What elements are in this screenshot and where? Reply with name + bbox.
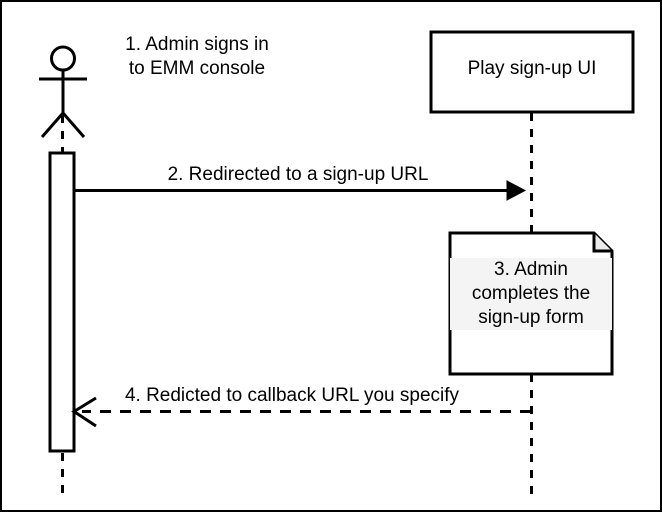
message-4-label: 4. Redicted to callback URL you specify (92, 384, 492, 408)
participant-label-play-signup-ui: Play sign-up UI (431, 57, 633, 81)
note-3-fold-corner-icon (592, 233, 612, 253)
message-2-arrowhead-icon (506, 180, 527, 201)
message-2-label: 2. Redirected to a sign-up URL (130, 163, 466, 187)
participant-label-text: Play sign-up UI (467, 58, 597, 79)
note-3-text: 3. Admin completes the sign-up form (450, 258, 612, 330)
actor-caption-line-1: 1. Admin signs in (125, 34, 269, 55)
actor-caption: 1. Admin signs in to EMM console (98, 33, 296, 81)
activation-bar-admin (48, 151, 76, 453)
message-2-label-text: 2. Redirected to a sign-up URL (167, 164, 429, 185)
note-3-line-1: 3. Admin (450, 258, 612, 282)
message-arrow-2[interactable] (74, 180, 527, 201)
message-4-label-text: 4. Redicted to callback URL you specify (124, 385, 460, 406)
actor-admin[interactable] (39, 45, 87, 138)
note-3-line-2: completes the (450, 282, 612, 306)
message-4-arrowhead-icon (71, 396, 97, 428)
participant-box-play-signup-ui[interactable] (429, 30, 635, 114)
actor-right-leg-icon (61, 112, 86, 138)
actor-caption-line-2: to EMM console (128, 58, 266, 79)
note-3-line-3: sign-up form (450, 306, 612, 330)
message-arrow-4[interactable] (71, 396, 531, 428)
actor-left-leg-icon (40, 112, 65, 138)
actor-head-icon (50, 45, 76, 72)
